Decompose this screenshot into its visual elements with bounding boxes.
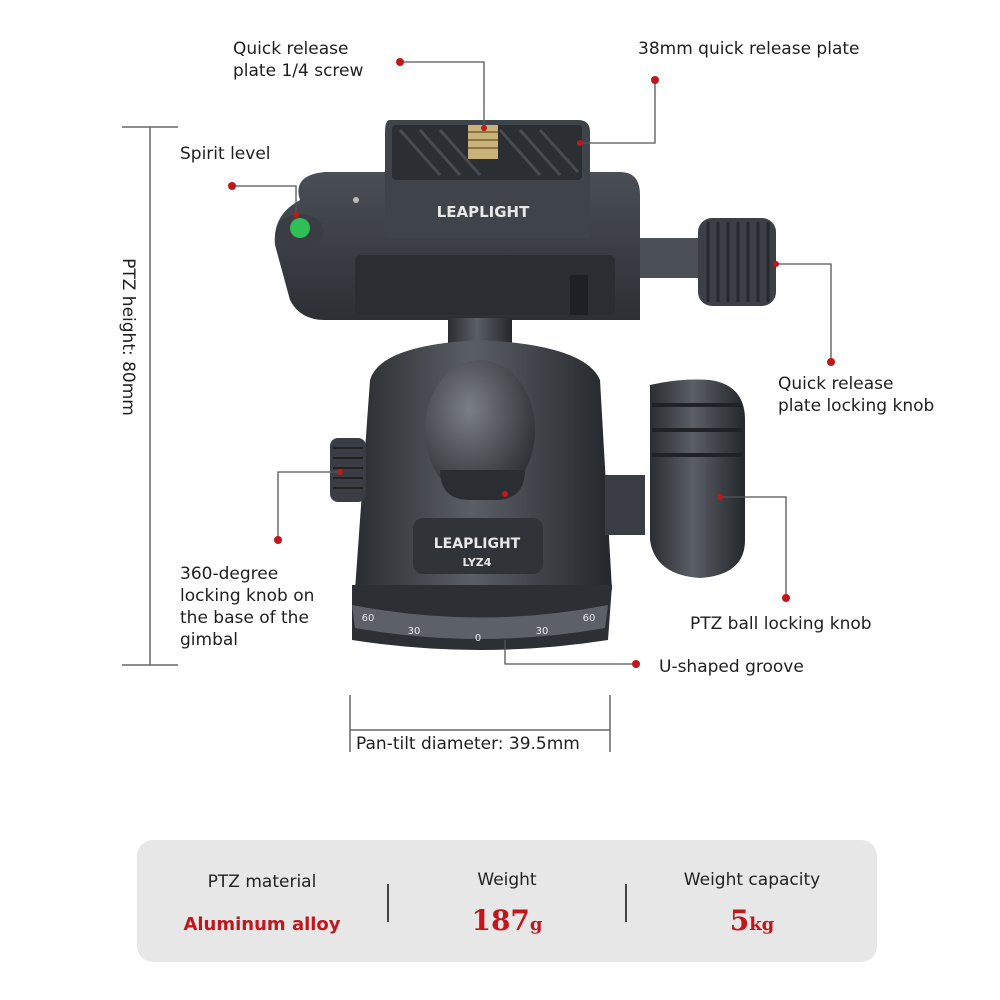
spec-panel: PTZ material Aluminum alloy Weight 187g … bbox=[137, 840, 877, 962]
spec-capacity-value: 5 bbox=[729, 904, 750, 937]
scale-mark: 30 bbox=[408, 626, 421, 637]
spec-weight-label: Weight bbox=[477, 870, 537, 890]
spec-weight-unit: g bbox=[529, 914, 543, 935]
scale-mark: 60 bbox=[362, 613, 375, 624]
callout-spirit-level: Spirit level bbox=[180, 144, 271, 164]
model-label: LYZ4 bbox=[463, 556, 492, 569]
ball-locking-knob bbox=[605, 379, 745, 578]
callout-screw: Quick release plate 1/4 screw bbox=[233, 39, 364, 81]
height-dimension bbox=[122, 126, 178, 666]
spec-material: PTZ material Aluminum alloy bbox=[137, 840, 387, 962]
spec-divider bbox=[387, 884, 389, 922]
spec-material-label: PTZ material bbox=[207, 872, 317, 892]
callout-dots bbox=[228, 58, 835, 668]
plate-brand: LEAPLIGHT bbox=[437, 203, 530, 221]
spec-capacity: Weight capacity 5kg bbox=[627, 840, 877, 962]
callout-diameter: Pan-tilt diameter: 39.5mm bbox=[356, 734, 580, 754]
spirit-level-bubble bbox=[290, 218, 310, 238]
callout-leaders bbox=[232, 61, 832, 665]
callout-groove: U-shaped groove bbox=[659, 657, 804, 677]
callout-plate: 38mm quick release plate bbox=[638, 39, 860, 59]
spec-weight-value: 187 bbox=[471, 904, 530, 937]
plate-locking-knob bbox=[640, 218, 776, 306]
callout-base-knob: 360-degree locking knob on the base of t… bbox=[180, 564, 315, 650]
spec-weight: Weight 187g bbox=[389, 840, 625, 962]
body-brand: LEAPLIGHT bbox=[434, 536, 521, 552]
callout-height: PTZ height: 80mm bbox=[118, 258, 138, 416]
base-scale-dial bbox=[352, 585, 612, 650]
scale-mark: 30 bbox=[536, 626, 549, 637]
scale-mark: 0 bbox=[475, 633, 481, 644]
ball-head-body bbox=[355, 340, 612, 590]
spec-divider bbox=[625, 884, 627, 922]
callout-ball-knob: PTZ ball locking knob bbox=[690, 614, 872, 634]
diameter-dimension bbox=[349, 695, 611, 752]
scale-mark: 60 bbox=[583, 613, 596, 624]
base-locking-knob bbox=[330, 438, 366, 502]
spec-capacity-label: Weight capacity bbox=[683, 870, 821, 890]
spec-material-value: Aluminum alloy bbox=[183, 914, 341, 935]
callout-plate-knob: Quick release plate locking knob bbox=[778, 374, 935, 416]
quick-release-plate bbox=[385, 120, 590, 238]
spec-capacity-unit: kg bbox=[749, 914, 775, 935]
